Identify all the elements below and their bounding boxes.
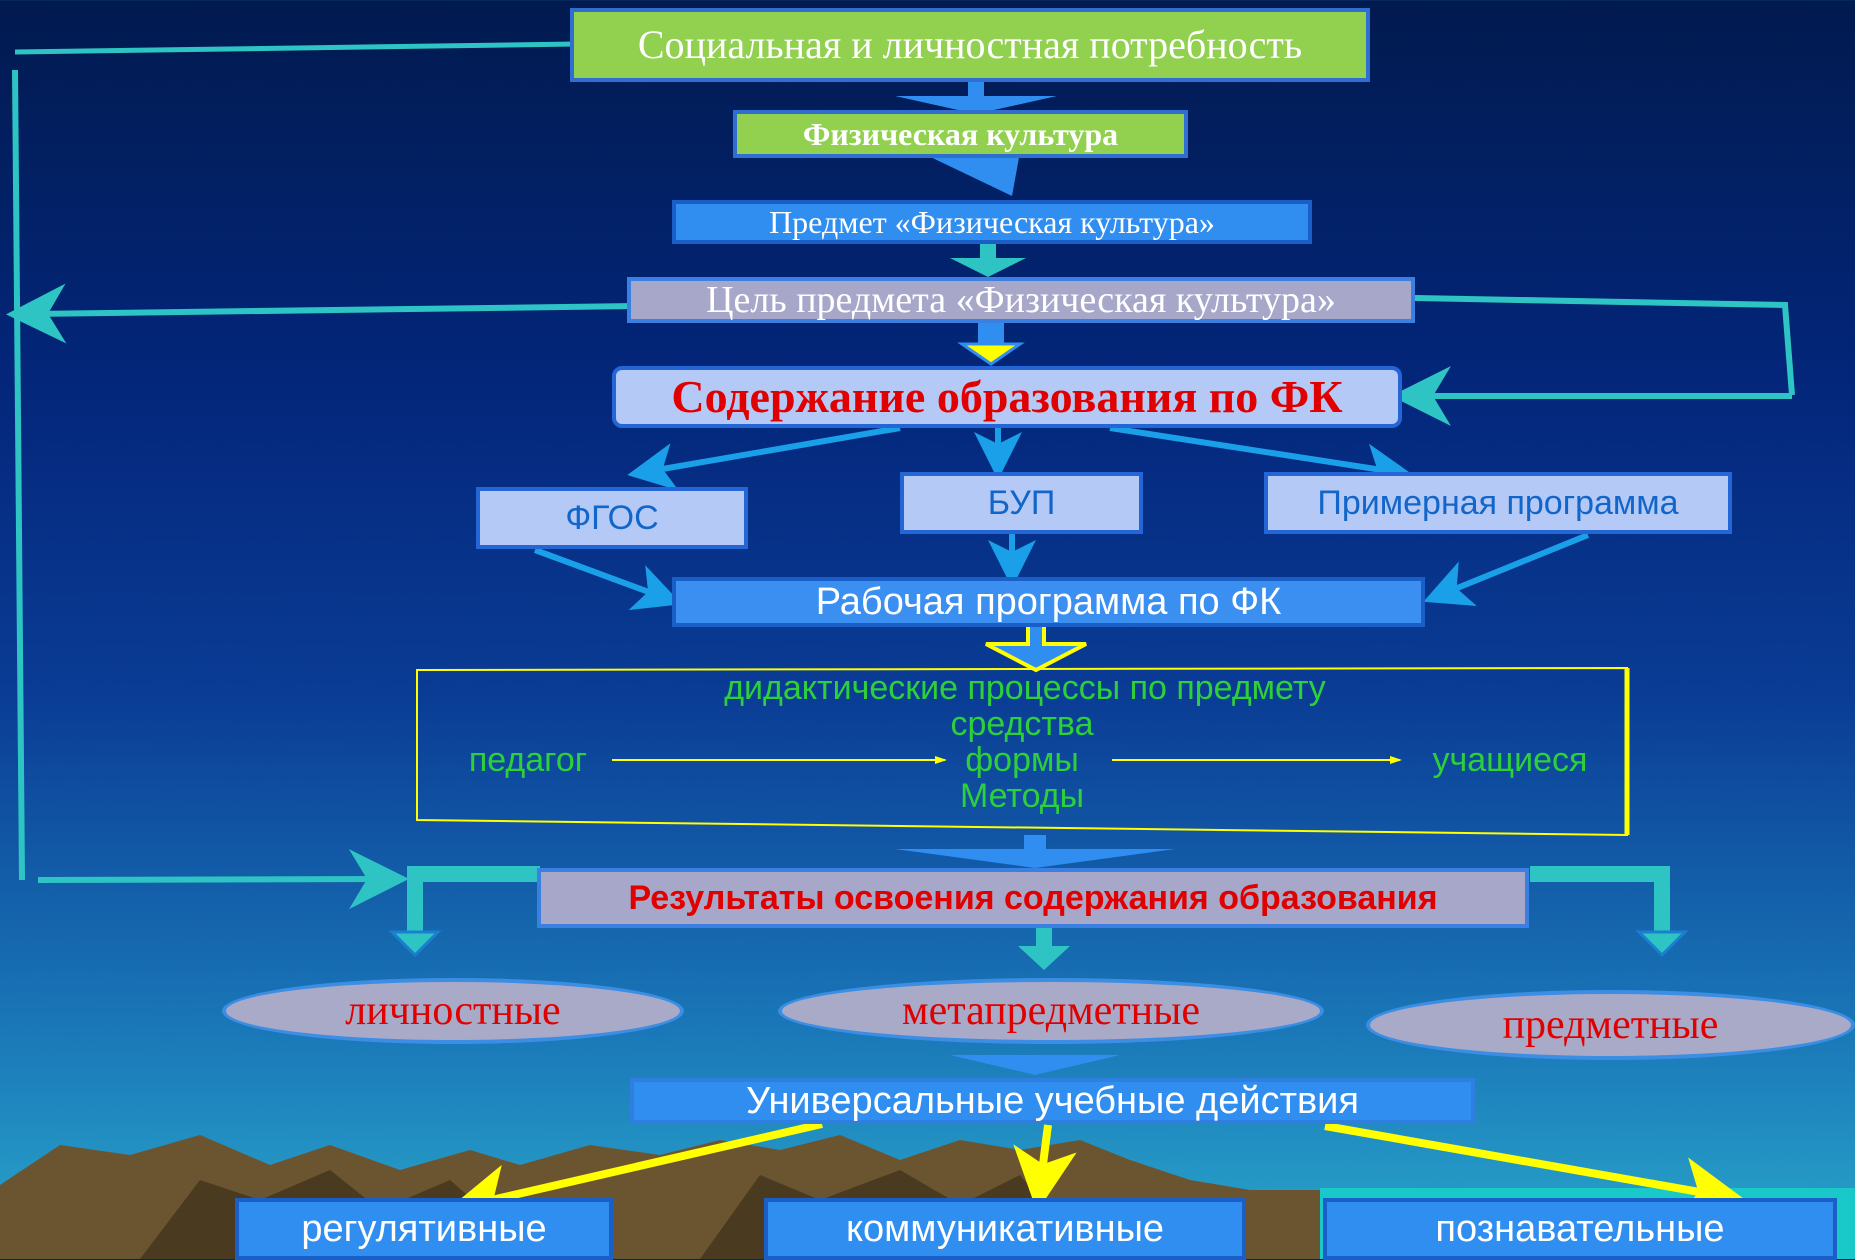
process-means-2: формы <box>965 741 1079 779</box>
node-content: Содержание образования по ФК <box>612 366 1402 428</box>
uud-regulative: регулятивные <box>235 1198 613 1260</box>
node-results: Результаты освоения содержания образован… <box>537 868 1529 928</box>
arrow-pe-to-subject <box>920 152 1020 196</box>
arrow-work-to-process <box>985 620 1087 673</box>
process-title: дидактические процессы по предмету <box>724 669 1326 707</box>
arrow-content-to-sample <box>1109 425 1413 492</box>
arrow-goal-to-content <box>957 320 1025 366</box>
arrow-uud-to-cognitive <box>1324 1122 1746 1221</box>
node-work-program: Рабочая программа по ФК <box>672 577 1425 627</box>
process-students: учащиеся <box>1432 741 1588 779</box>
node-sample-program: Примерная программа <box>1264 472 1732 534</box>
arrow-meta-to-uud <box>950 1055 1120 1075</box>
process-means-3: Методы <box>959 777 1085 815</box>
node-bup: БУП <box>900 472 1143 534</box>
node-subject: Предмет «Физическая культура» <box>672 200 1312 244</box>
node-fgos: ФГОС <box>476 487 748 549</box>
result-subject: предметные <box>1366 990 1855 1060</box>
arrow-process-to-results <box>895 835 1175 868</box>
arrow-sample-to-work <box>1423 532 1590 606</box>
process-teacher: педагог <box>468 741 588 779</box>
arrow-uud-to-communicative <box>1013 1124 1077 1212</box>
feedback-line-left <box>14 41 576 55</box>
node-need: Социальная и личностная потребность <box>570 8 1370 82</box>
arrow-fgos-to-work <box>533 547 682 611</box>
goal-right-loop <box>1414 295 1795 396</box>
uud-cognitive: познавательные <box>1323 1198 1837 1260</box>
result-metasubject: метапредметные <box>778 978 1324 1044</box>
node-uud: Универсальные учебные действия <box>630 1078 1475 1124</box>
feedback-line-vertical <box>12 69 25 881</box>
bracket-left <box>407 866 540 935</box>
arrow-loop-to-results <box>37 849 409 910</box>
arrow-goal-to-loop <box>6 283 641 344</box>
arrow-need-to-pe <box>895 82 1057 114</box>
process-means-1: средства <box>950 705 1094 743</box>
result-personal: личностные <box>222 978 684 1044</box>
uud-communicative: коммуникативные <box>764 1198 1246 1260</box>
node-goal: Цель предмета «Физическая культура» <box>627 277 1415 323</box>
bracket-right <box>1530 866 1670 935</box>
arrow-subject-to-goal <box>950 242 1026 277</box>
node-physical-culture: Физическая культура <box>733 110 1188 158</box>
arrow-uud-to-regulative <box>446 1120 823 1228</box>
arrow-content-to-fgos <box>627 425 901 491</box>
arrow-results-to-meta <box>1018 927 1070 970</box>
